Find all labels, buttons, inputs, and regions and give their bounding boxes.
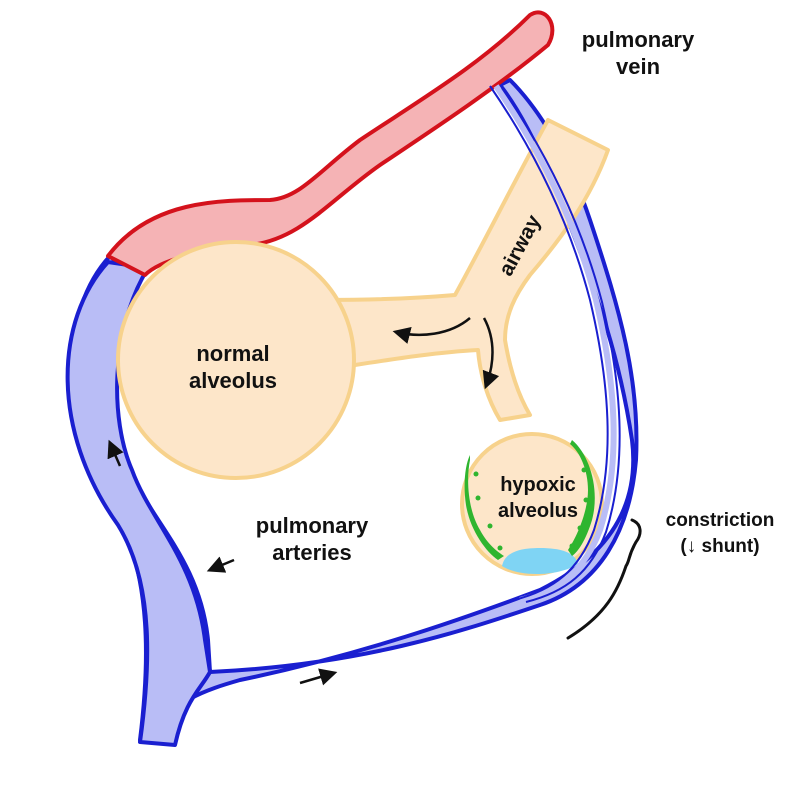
hypoxic-alveolus-shape — [460, 432, 604, 576]
normal-alveolus-label: normal alveolus — [188, 341, 278, 393]
flow-arrow-icon — [299, 668, 338, 686]
flow-arrow-icon — [392, 317, 471, 344]
constriction-label: constriction (↓ shunt) — [665, 510, 775, 557]
flow-arrow-icon — [206, 556, 235, 573]
normal-alveolus-shape — [116, 240, 356, 480]
airway-tree — [323, 118, 610, 422]
constricted-artery — [493, 84, 617, 603]
brace-icon — [566, 518, 642, 640]
pulmonary-vein — [106, 10, 555, 277]
hypoxia-speckles — [464, 440, 595, 560]
flow-arrow-icon — [482, 317, 500, 390]
hypoxic-alveolus-label: hypoxic alveolus — [497, 474, 579, 522]
flow-arrow-icon — [107, 439, 124, 467]
pulmonary-vein-label: pulmonary vein — [581, 27, 695, 79]
pulmonary-arteries-label: pulmonary arteries — [255, 513, 369, 565]
alveolar-fluid — [502, 548, 578, 575]
